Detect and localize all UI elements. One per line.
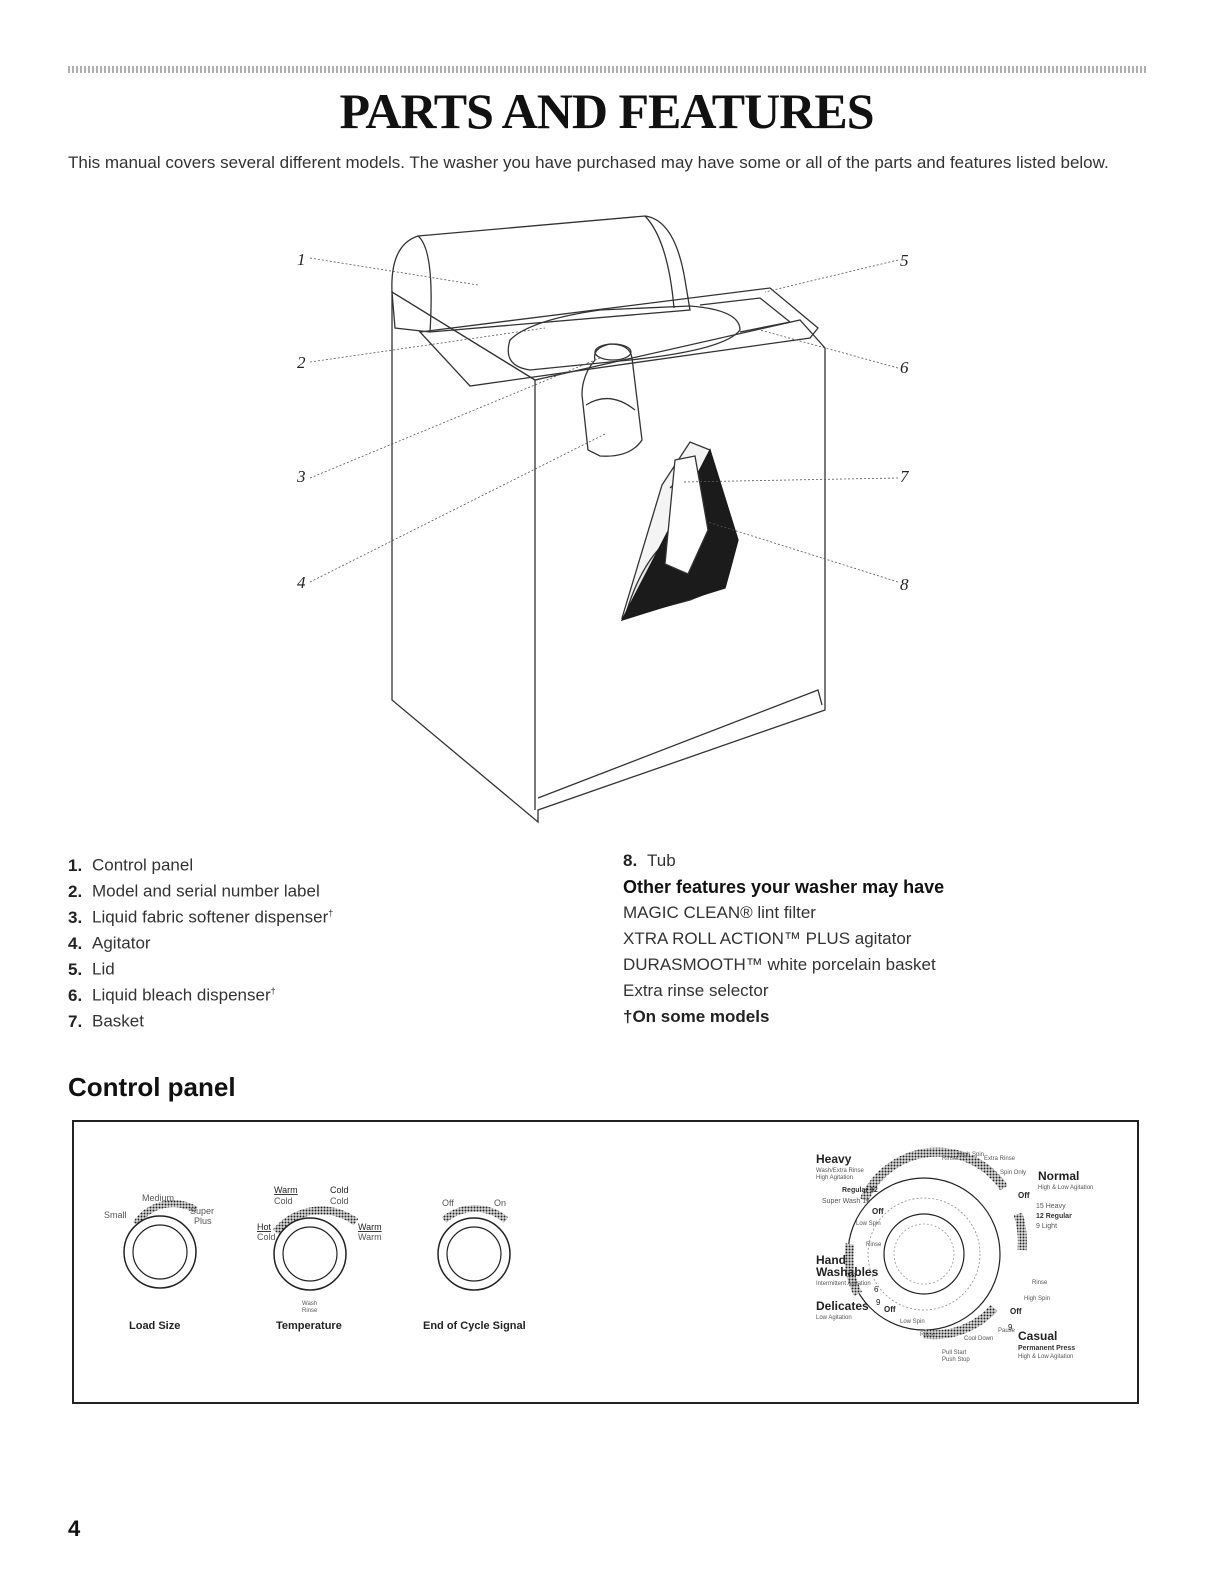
cycle-heavy-sub-2: High Agitation: [816, 1175, 853, 1181]
signal-mark-on: On: [494, 1198, 506, 1208]
control-panel-heading: Control panel: [68, 1072, 236, 1102]
temp-mark-cold-c: Cold: [257, 1232, 276, 1242]
cycle-heavy-sub-1: Wash/Extra Rinse: [816, 1168, 864, 1174]
control-console: [391, 215, 691, 333]
cycle-rinse-c: Rinse: [1032, 1280, 1048, 1286]
cycle-9-light: 9 Light: [1036, 1223, 1057, 1230]
cycle-top-extra-rinse: Extra Rinse: [984, 1156, 1016, 1162]
load-mark-super: Super: [190, 1206, 214, 1216]
cycle-off-c: Off: [1018, 1191, 1030, 1200]
list-item: 1.Control panel: [68, 855, 194, 875]
load-mark-medium: Medium: [142, 1193, 174, 1203]
cycle-low-spin-b: Low Spin: [900, 1319, 925, 1325]
callout-2: 2: [297, 353, 306, 372]
cycle-cool-down: Cool Down: [964, 1336, 993, 1342]
load-mark-small: Small: [104, 1210, 127, 1220]
cycle-rinse-b: Rinse: [920, 1332, 936, 1338]
cycle-casual: Casual: [1018, 1329, 1057, 1343]
cycle-top-rinse: Rinse: [942, 1156, 958, 1162]
end-of-cycle-label: End of Cycle Signal: [423, 1320, 526, 1332]
page-number: 4: [68, 1516, 81, 1541]
callout-3: 3: [296, 467, 306, 486]
cycle-rinse-a: Rinse: [866, 1242, 882, 1248]
footnote-some-models: †On some models: [623, 1007, 770, 1026]
cycle-hand-sub: Intermittent Agitation: [816, 1281, 871, 1287]
cycle-15-heavy: 15 Heavy: [1036, 1203, 1066, 1210]
intro-paragraph: This manual covers several different mod…: [68, 153, 1109, 172]
temp-mark-warm-a: Warm: [358, 1222, 382, 1232]
agitator: [581, 343, 643, 457]
lid: [418, 287, 819, 387]
load-size-label: Load Size: [129, 1320, 180, 1332]
signal-mark-off: Off: [442, 1198, 454, 1208]
load-size-knob[interactable]: [123, 1200, 198, 1289]
end-of-cycle-knob[interactable]: [437, 1205, 511, 1291]
cycle-super-wash-15: Super Wash 15: [822, 1198, 870, 1205]
cycle-off-b: Off: [884, 1305, 896, 1314]
callout-5: 5: [900, 251, 909, 270]
cycle-push-stop: Push Stop: [942, 1357, 970, 1363]
temperature-label: Temperature: [276, 1320, 342, 1332]
cycle-low-spin-a: Low Spin: [856, 1221, 881, 1227]
temperature-knob[interactable]: [272, 1206, 359, 1291]
cycle-normal: Normal: [1038, 1169, 1079, 1183]
cycle-pull-start: Pull Start: [942, 1350, 967, 1356]
cycle-hand: Hand: [816, 1253, 846, 1267]
feature-item: MAGIC CLEAN® lint filter: [623, 903, 816, 922]
list-item: 7.Basket: [68, 1011, 144, 1031]
list-item: 8.Tub: [623, 851, 676, 870]
cycle-permanent-press: Permanent Press: [1018, 1345, 1075, 1352]
cycle-selector-dial[interactable]: [844, 1147, 1027, 1340]
cycle-nine-b: 9: [1008, 1323, 1013, 1332]
cycle-six: 6: [874, 1285, 879, 1294]
list-item: 6.Liquid bleach dispenser†: [68, 985, 276, 1005]
cycle-normal-sub: High & Low Agitation: [1038, 1185, 1093, 1191]
page-title: PARTS AND FEATURES: [339, 83, 874, 139]
cycle-nine-a: 9: [876, 1298, 881, 1307]
cycle-casual-sub: High & Low Agitation: [1018, 1354, 1073, 1360]
other-features-heading: Other features your washer may have: [623, 877, 945, 897]
parts-list-left: 1.Control panel 2.Model and serial numbe…: [68, 848, 334, 1031]
callout-4: 4: [297, 573, 306, 592]
list-item: 2.Model and serial number label: [68, 881, 320, 901]
cycle-heavy: Heavy: [816, 1152, 852, 1166]
temp-mark-cold-a: Cold: [274, 1196, 293, 1206]
cycle-high-spin: High Spin: [1024, 1296, 1050, 1302]
cycle-washables: Washables: [816, 1265, 879, 1279]
cycle-off-a: Off: [872, 1207, 884, 1216]
cycle-12-regular: 12 Regular: [1036, 1213, 1072, 1220]
washer-cabinet: [391, 290, 826, 824]
feature-item: DURASMOOTH™ white porcelain basket: [623, 955, 936, 974]
cycle-delicates-sub: Low Agitation: [816, 1315, 852, 1321]
cycle-delicates: Delicates: [816, 1299, 869, 1313]
temp-mark-wash: Wash: [302, 1301, 317, 1307]
list-item: 4.Agitator: [68, 933, 151, 953]
cycle-top-high-spin: High Spin: [958, 1152, 984, 1158]
temp-mark-hot: Hot: [257, 1222, 272, 1232]
temp-mark-cold-b: Cold: [330, 1196, 349, 1206]
feature-item: XTRA ROLL ACTION™ PLUS agitator: [623, 929, 912, 948]
temp-mark-warm-b: Warm: [358, 1232, 382, 1242]
list-item: 5.Lid: [68, 959, 115, 979]
temp-mark-warm-top: Warm: [274, 1185, 298, 1195]
load-mark-plus: Plus: [194, 1216, 212, 1226]
callout-7: 7: [900, 467, 910, 486]
temp-mark-rinse: Rinse: [302, 1308, 318, 1314]
top-dotted-rule: [68, 66, 1146, 73]
callout-1: 1: [297, 250, 306, 269]
cycle-off-d: Off: [1010, 1307, 1022, 1316]
washer-illustration: 1 2 3 4 5 6 7 8: [296, 215, 910, 824]
feature-item: Extra rinse selector: [623, 981, 769, 1000]
control-panel-diagram: Small Medium Super Plus Load Size Warm C…: [72, 1120, 1139, 1404]
cycle-top-spin-only: Spin Only: [1000, 1170, 1026, 1176]
cycle-pause: Pause: [998, 1328, 1016, 1334]
list-item: 3.Liquid fabric softener dispenser†: [68, 907, 334, 927]
temp-mark-cold-top: Cold: [330, 1185, 349, 1195]
cycle-regular-12: Regular 12: [842, 1187, 878, 1194]
callout-8: 8: [900, 575, 909, 594]
parts-list-right: 8.Tub Other features your washer may hav…: [623, 848, 944, 1030]
callout-6: 6: [900, 358, 909, 377]
